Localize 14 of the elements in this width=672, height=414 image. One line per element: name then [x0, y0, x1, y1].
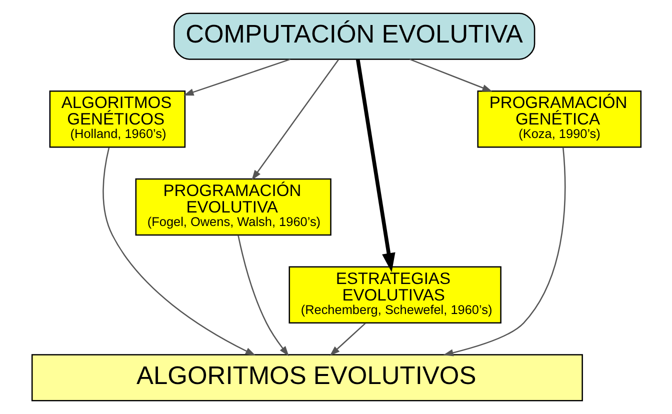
arrow — [102, 147, 256, 356]
arrow — [329, 322, 366, 356]
arrow — [182, 58, 290, 96]
arrow — [251, 59, 339, 180]
arrow — [409, 58, 492, 92]
node-box: ALGORITMOS EVOLUTIVOS — [30, 354, 582, 402]
arrow — [237, 235, 288, 356]
arrow — [442, 147, 566, 356]
node-box: ALGORITMOS GENÉTICOS (Holland, 1960’s) — [48, 90, 186, 148]
node-box: ESTRATEGIAS EVOLUTIVAS (Rechemberg, Schewefel, 1960’s) — [288, 266, 501, 324]
arrow — [355, 59, 395, 272]
node-box: PROGRAMACIÓN EVOLUTIVA (Fogel, Owens, Walsh, 1960’s) — [134, 178, 331, 236]
node-box: PROGRAMACIÓN GENÉTICA (Koza, 1990’s) — [476, 90, 642, 148]
node-box: COMPUTACIÓN EVOLUTIVA — [172, 12, 535, 60]
